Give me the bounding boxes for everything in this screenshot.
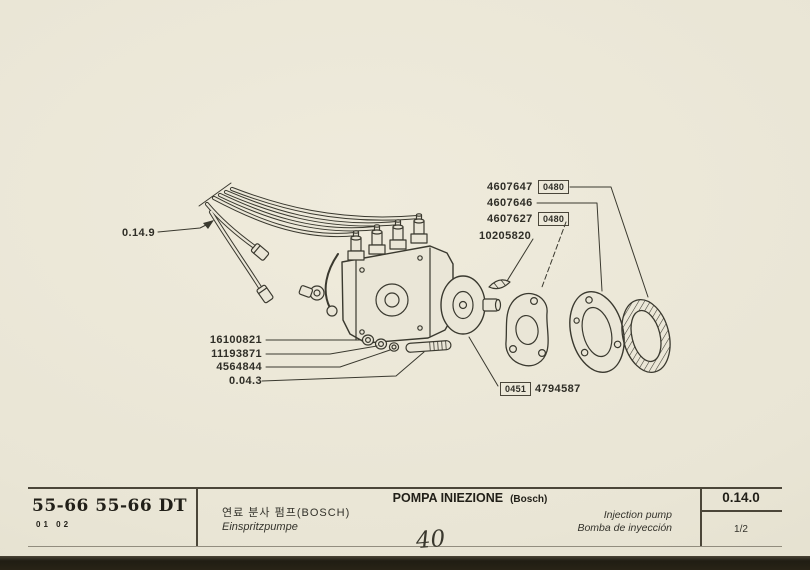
title-bosch-note: (Bosch) — [510, 494, 548, 505]
stud-bolt — [405, 340, 452, 353]
woodruff-key — [488, 279, 511, 290]
mounting-hardware — [361, 334, 452, 353]
part-number-washer3: 4564844 — [216, 361, 262, 373]
title-spanish: Bomba de inyección — [577, 522, 672, 534]
pipe-fitting-icon — [250, 243, 270, 261]
leader-lines — [157, 186, 649, 387]
part-number-key: 10205820 — [479, 230, 532, 242]
part-number-pump: 4794587 — [535, 383, 581, 395]
footer-bottom-rule — [28, 546, 782, 547]
handwritten-note: 40 — [414, 525, 447, 555]
part-number-flange-ring: 4607646 — [487, 197, 533, 209]
fuel-lines — [198, 182, 422, 304]
part-ref-stud: 0.04.3 — [229, 375, 262, 387]
model-designation: 55-66 55-66 DT — [32, 496, 187, 516]
sheet-index: 1/2 — [734, 524, 748, 535]
part-number-washer2: 11193871 — [211, 348, 262, 360]
footer-divider-right — [700, 487, 702, 546]
seal-ring — [621, 299, 671, 373]
footer-top-rule — [28, 487, 782, 489]
footer-divider-left — [196, 487, 198, 546]
title-korean: 연료 분사 펌프(BOSCH) — [222, 507, 351, 519]
footer-pagecode-rule — [700, 510, 782, 512]
injection-pump — [298, 213, 502, 344]
code-box-seal-ring: 0480 — [538, 180, 570, 194]
part-number-seal-ring: 4607647 — [487, 181, 533, 193]
code-box-pump: 0451 — [500, 382, 532, 396]
gasket-plate — [505, 292, 549, 367]
drive-shaft — [440, 275, 502, 335]
part-number-washer1: 16100821 — [209, 334, 262, 346]
page-code: 0.14.0 — [722, 490, 760, 505]
part-ref-fuel-lines: 0.14.9 — [122, 227, 155, 239]
code-box-gasket: 0480 — [538, 212, 570, 226]
scan-edge — [0, 556, 810, 570]
title-english: Injection pump — [603, 509, 672, 521]
title-italian-text: POMPA INIEZIONE — [392, 491, 504, 505]
model-codes: 01 02 — [36, 520, 72, 529]
delivery-valve-fittings — [347, 213, 428, 261]
pipe-fitting-icon — [256, 284, 274, 304]
title-italian: POMPA INIEZIONE (Bosch) — [340, 491, 600, 505]
flange-ring — [569, 291, 625, 373]
title-german: Einspritzpumpe — [222, 521, 298, 533]
part-number-gasket: 4607627 — [487, 213, 533, 225]
